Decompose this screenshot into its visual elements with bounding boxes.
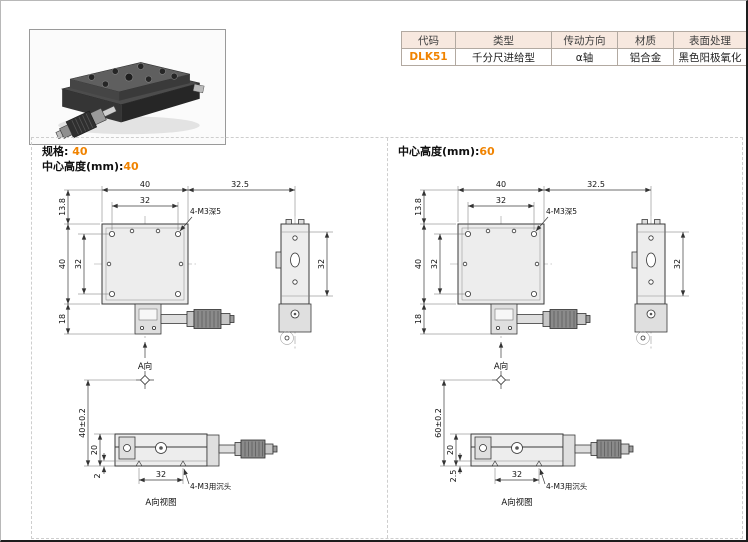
cell-material: 铝合金 (617, 48, 674, 66)
spec-table: 代码 类型 传动方向 材质 表面处理 DLK51 千分尺进给型 α轴 铝合金 黑… (401, 31, 746, 66)
center-height-value: 60 (479, 145, 495, 158)
dim-top-offset: 32.5 (231, 180, 249, 189)
center-height-line: 中心高度(mm):40 (42, 159, 139, 174)
sink-callout: 4-M3用沉头 (546, 481, 588, 491)
micrometer-plan (134, 303, 235, 335)
drawing-60: 40 32 32.5 13.8 40 32 18 4-M3深5 A向 (396, 172, 731, 512)
dim-top-inner: 32 (496, 196, 506, 205)
section-60-labels: 中心高度(mm):60 (398, 144, 495, 159)
header-type: 类型 (455, 31, 552, 49)
spec-label: 规格: (42, 145, 69, 158)
top-view (94, 216, 196, 338)
view-direction-arrow: A向 (138, 342, 152, 372)
view-arrow-label: A向 (494, 361, 508, 372)
cell-drive-direction: α轴 (551, 48, 618, 66)
stage-top-plate (457, 223, 545, 305)
dim-left-inner: 32 (74, 259, 83, 269)
spec-table-data-row: DLK51 千分尺进给型 α轴 铝合金 黑色阳极氧化 (401, 48, 746, 66)
product-photo (29, 29, 226, 145)
view-arrow-label: A向 (138, 361, 152, 372)
dim-front-height: 20 (446, 445, 455, 455)
header-surface-finish: 表面处理 (673, 31, 746, 49)
cell-code: DLK51 (401, 48, 456, 66)
dim-left-inner: 32 (430, 259, 439, 269)
section-40-labels: 规格: 40 中心高度(mm):40 (42, 144, 139, 174)
dim-front-height: 20 (90, 445, 99, 455)
dim-left-bottom: 18 (414, 314, 423, 324)
dim-top-inner: 32 (140, 196, 150, 205)
center-height-symbol (139, 374, 151, 386)
view-direction-arrow: A向 (494, 342, 508, 372)
header-material: 材质 (617, 31, 674, 49)
a-view: 60±0.2 20 (434, 371, 634, 508)
spec-line: 规格: 40 (42, 144, 139, 159)
section-height-40: 规格: 40 中心高度(mm):40 (32, 138, 387, 538)
view-caption: A向视图 (501, 497, 532, 508)
center-height-line: 中心高度(mm):60 (398, 144, 495, 159)
center-height-symbol (495, 374, 507, 386)
header-drive-direction: 传动方向 (551, 31, 618, 49)
center-height-label: 中心高度(mm): (42, 160, 124, 173)
side-view: 32 (631, 216, 689, 349)
dim-left-top: 13.8 (58, 198, 67, 216)
sink-callout: 4-M3用沉头 (190, 481, 232, 491)
dim-top-outer: 40 (496, 180, 506, 189)
dim-center-height: 60±0.2 (434, 408, 443, 438)
dim-side-span: 32 (317, 259, 326, 269)
drawings-area: 规格: 40 中心高度(mm):40 (31, 137, 743, 539)
dim-base-step: 2.5 (449, 470, 458, 483)
dim-base-step: 2 (93, 473, 102, 478)
center-height-value: 40 (123, 160, 139, 173)
side-view: 32 (275, 216, 333, 349)
dim-left-top: 13.8 (414, 198, 423, 216)
dim-bottom-span: 32 (156, 470, 166, 479)
header-code: 代码 (401, 31, 456, 49)
hole-callout: 4-M3深5 (190, 207, 221, 216)
cell-type: 千分尺进给型 (455, 48, 552, 66)
cell-surface-finish: 黑色阳极氧化 (673, 48, 746, 66)
view-caption: A向视图 (145, 497, 176, 508)
screw-heads (88, 62, 178, 88)
top-view-dimensions: 40 32 32.5 13.8 40 32 18 4-M3深5 (414, 180, 652, 335)
hole-callout: 4-M3深5 (546, 207, 577, 216)
top-view (450, 216, 552, 338)
center-height-label: 中心高度(mm): (398, 145, 480, 158)
product-photo-render (30, 30, 225, 144)
technical-drawing: 40 32 32.5 13.8 40 32 18 4-M3深5 A向 (414, 180, 689, 508)
dim-left-bottom: 18 (58, 314, 67, 324)
dim-side-span: 32 (673, 259, 682, 269)
a-view: 40±0.2 20 (78, 371, 278, 508)
micrometer-plan (490, 303, 591, 335)
dim-bottom-span: 32 (512, 470, 522, 479)
section-height-60: 中心高度(mm):60 (387, 138, 742, 538)
dim-left-outer: 40 (414, 259, 423, 269)
dim-center-height: 40±0.2 (78, 408, 87, 438)
dim-left-outer: 40 (58, 259, 67, 269)
spec-table-header-row: 代码 类型 传动方向 材质 表面处理 (401, 31, 746, 49)
drawing-40: 40 32 32.5 13.8 40 32 18 4-M3深5 A向 (40, 172, 375, 512)
dim-top-offset: 32.5 (587, 180, 605, 189)
top-view-dimensions: 40 32 32.5 13.8 40 32 18 4-M3深5 (58, 180, 296, 335)
spec-value: 40 (72, 145, 88, 158)
stage-top-plate (101, 223, 189, 305)
micrometer-photo (55, 105, 117, 140)
technical-drawing: 40 32 32.5 13.8 40 32 18 4-M3深5 A向 (58, 180, 333, 508)
dim-top-outer: 40 (140, 180, 150, 189)
